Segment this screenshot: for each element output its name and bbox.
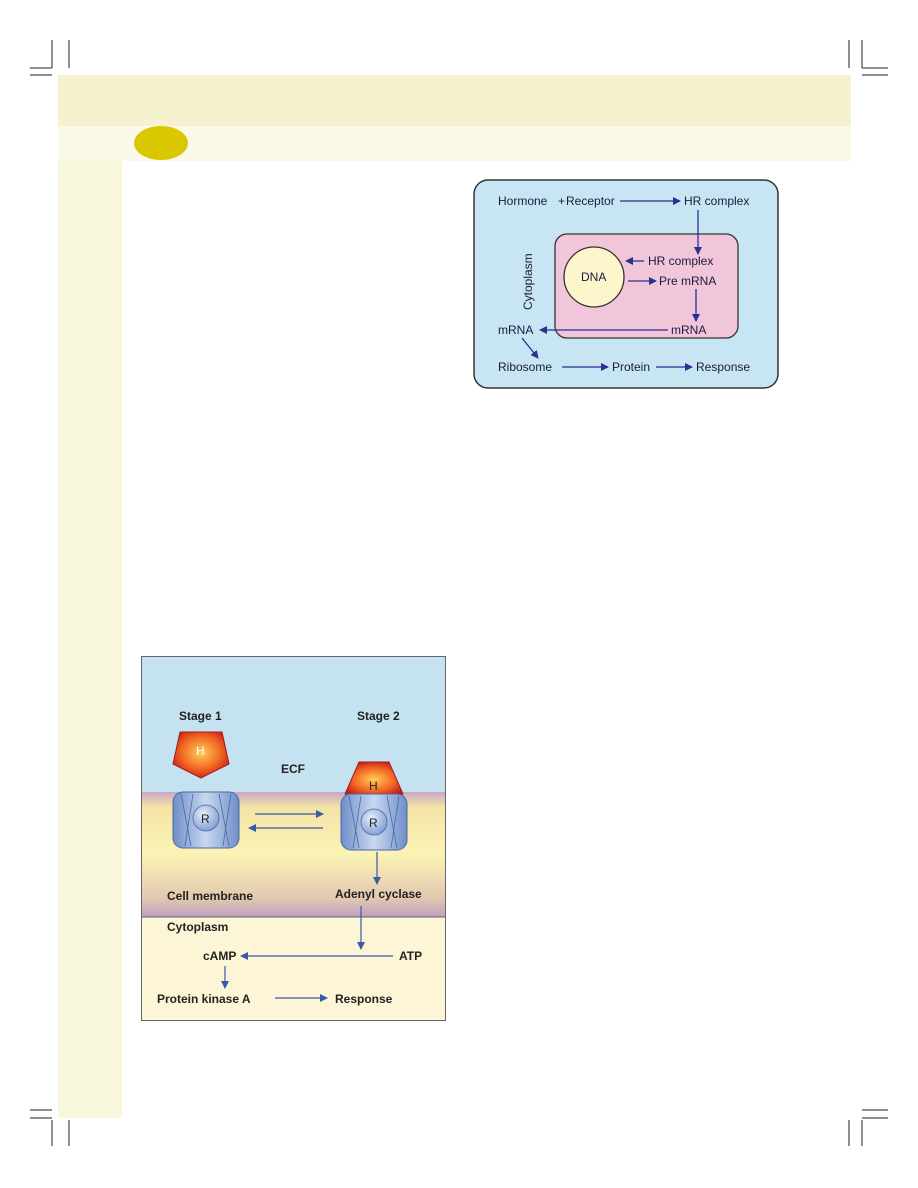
cytoplasm-label: Cytoplasm <box>521 253 535 310</box>
ribosome-label: Ribosome <box>498 360 552 374</box>
nuclear-receptor-diagram: Hormone + Receptor HR complex Cytoplasm … <box>473 179 779 389</box>
hormone-stage1-label: H <box>196 744 205 758</box>
hormone-stage1 <box>172 731 230 779</box>
dna-label: DNA <box>581 270 606 284</box>
hr-complex-top-label: HR complex <box>684 194 749 208</box>
page-header-band <box>58 75 851 126</box>
hormone-stage2-label: H <box>369 779 378 793</box>
adenyl-cyclase-label: Adenyl cyclase <box>335 887 422 901</box>
receptor-stage1-label: R <box>201 812 210 826</box>
response-label: Response <box>696 360 750 374</box>
receptor-stage2 <box>340 793 408 851</box>
page-subheader-band <box>58 126 851 161</box>
atp-label: ATP <box>399 949 422 963</box>
protein-kinase-label: Protein kinase A <box>157 992 251 1006</box>
plus-sign: + <box>558 194 565 208</box>
stage2-label: Stage 2 <box>357 709 400 723</box>
mrna-outer-label: mRNA <box>498 323 533 337</box>
cytoplasm-label: Cytoplasm <box>167 920 228 934</box>
mrna-to-ribosome-arrow <box>521 337 539 359</box>
cell-membrane-label: Cell membrane <box>167 889 253 903</box>
crop-mark-bottom-right <box>848 1109 888 1146</box>
ecf-label: ECF <box>281 762 305 776</box>
page-left-strip <box>58 75 122 1118</box>
membrane-receptor-diagram: Stage 1 Stage 2 ECF H H R R Cell membran… <box>141 656 446 1021</box>
dna-circle <box>563 246 625 308</box>
protein-label: Protein <box>612 360 650 374</box>
mrna-inner-label: mRNA <box>671 323 706 337</box>
camp-label: cAMP <box>203 949 236 963</box>
receptor-stage1 <box>172 791 240 849</box>
receptor-label: Receptor <box>566 194 615 208</box>
chapter-marker <box>134 126 188 160</box>
hormone-stage2 <box>344 761 404 795</box>
crop-mark-bottom-left <box>30 1109 70 1146</box>
response-label: Response <box>335 992 393 1006</box>
crop-mark-top-left <box>30 40 70 76</box>
crop-mark-top-right <box>848 40 888 76</box>
pre-mrna-label: Pre mRNA <box>659 274 716 288</box>
receptor-stage2-label: R <box>369 816 378 830</box>
hr-complex-inner-label: HR complex <box>648 254 713 268</box>
stage1-label: Stage 1 <box>179 709 222 723</box>
hormone-label: Hormone <box>498 194 548 208</box>
